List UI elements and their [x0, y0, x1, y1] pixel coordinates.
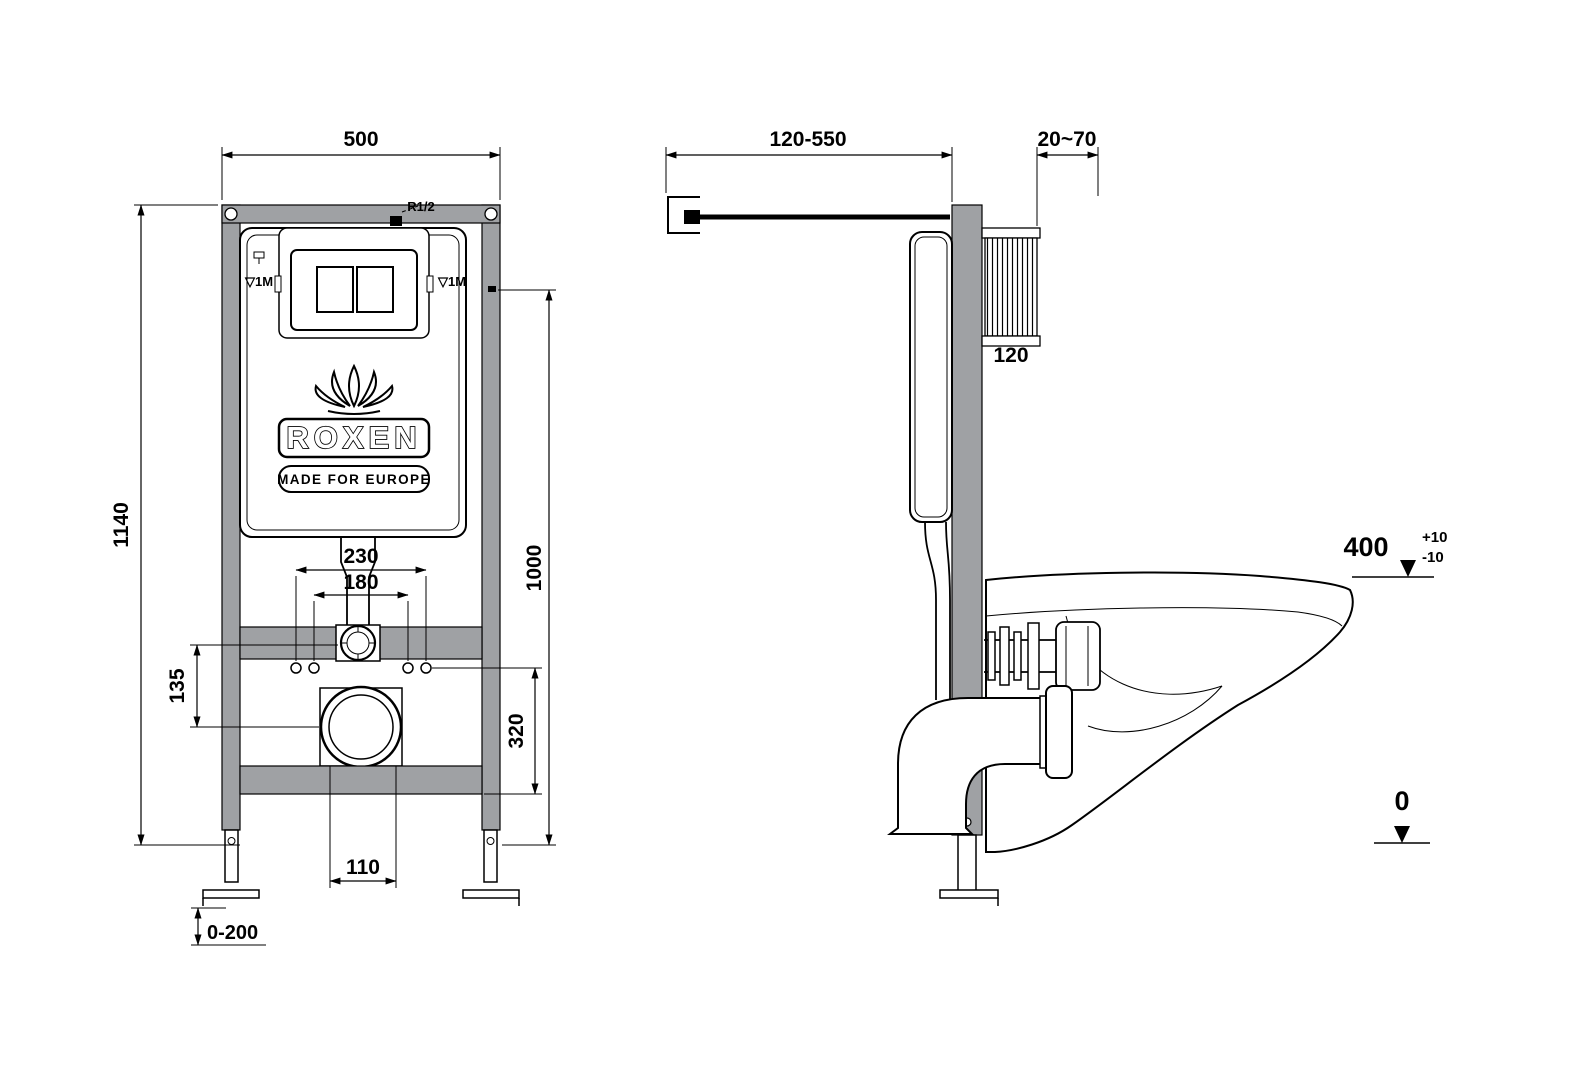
dim-height-1140: 1140 — [110, 204, 240, 846]
dim-180: 180 — [313, 571, 409, 661]
side-view: 120 — [665, 128, 1447, 906]
level-mark-left: ▽1M — [244, 251, 273, 289]
svg-text:+10: +10 — [1422, 529, 1447, 546]
datum-triangle-icon — [1400, 560, 1416, 577]
dim-height-1000: 1000 — [488, 286, 556, 846]
brand-name: ROXEN — [286, 420, 421, 455]
water-supply-pipe — [667, 196, 950, 234]
mounting-frame — [221, 204, 501, 831]
drain-outlet — [319, 685, 403, 769]
mounting-bolt-holes — [290, 662, 432, 674]
svg-text:1000: 1000 — [523, 545, 546, 592]
right-foot — [462, 829, 520, 906]
svg-text:120-550: 120-550 — [769, 128, 846, 151]
svg-text:0: 0 — [1394, 786, 1409, 816]
svg-text:230: 230 — [343, 545, 378, 568]
svg-text:320: 320 — [505, 713, 528, 748]
svg-text:135: 135 — [166, 668, 189, 703]
svg-text:500: 500 — [343, 128, 378, 151]
svg-text:1140: 1140 — [110, 502, 133, 548]
dim-110: 110 — [329, 766, 397, 888]
svg-text:20~70: 20~70 — [1038, 128, 1097, 151]
front-view: R1/2 ▽1M ▽1M — [110, 128, 556, 946]
cistern-side — [909, 231, 953, 700]
rim-height-datum: 400 +10 -10 — [1343, 529, 1447, 578]
corner-bolt-icon — [484, 207, 498, 221]
left-foot — [202, 829, 260, 906]
thread-label: R1/2 — [407, 199, 434, 214]
level-text-right: ▽1M — [437, 274, 466, 289]
datum-triangle-icon — [1394, 826, 1410, 843]
flush-plate — [290, 249, 418, 331]
level-text-left: ▽1M — [244, 274, 273, 289]
svg-text:110: 110 — [346, 856, 380, 879]
flush-pipe-fitting — [335, 624, 381, 662]
svg-text:0-200: 0-200 — [207, 922, 258, 944]
brand-tagline: MADE FOR EUROPE — [277, 472, 431, 487]
dim-135: 135 — [166, 644, 338, 728]
floor-level-datum: 0 — [1374, 786, 1430, 844]
brand-logo: ROXEN MADE FOR EUROPE — [277, 363, 431, 493]
corner-bolt-icon — [224, 207, 238, 221]
water-connection — [390, 216, 402, 226]
svg-text:180: 180 — [343, 571, 378, 594]
angle-valve — [684, 210, 700, 224]
dim-foot-adjust: 0-200 — [191, 907, 266, 946]
drain-elbow — [887, 685, 1073, 835]
dim-320: 320 — [432, 667, 542, 795]
dim-230: 230 — [295, 545, 427, 661]
dim-width-500: 500 — [221, 128, 501, 200]
flush-button-small — [316, 266, 354, 313]
dim-120-label: 120 — [993, 344, 1028, 367]
dim-finish-range: 20~70 — [1036, 128, 1099, 226]
flush-bend-side — [984, 621, 1101, 691]
wall-anchor-sleeve — [981, 227, 1041, 347]
dim-depth-range: 120-550 — [665, 128, 953, 202]
lotus-icon — [314, 363, 394, 415]
bottom-crossbar — [239, 765, 483, 795]
flush-button-large — [356, 266, 394, 313]
svg-text:400: 400 — [1343, 532, 1388, 562]
outlet-flange — [1045, 685, 1073, 779]
svg-text:-10: -10 — [1422, 549, 1444, 566]
